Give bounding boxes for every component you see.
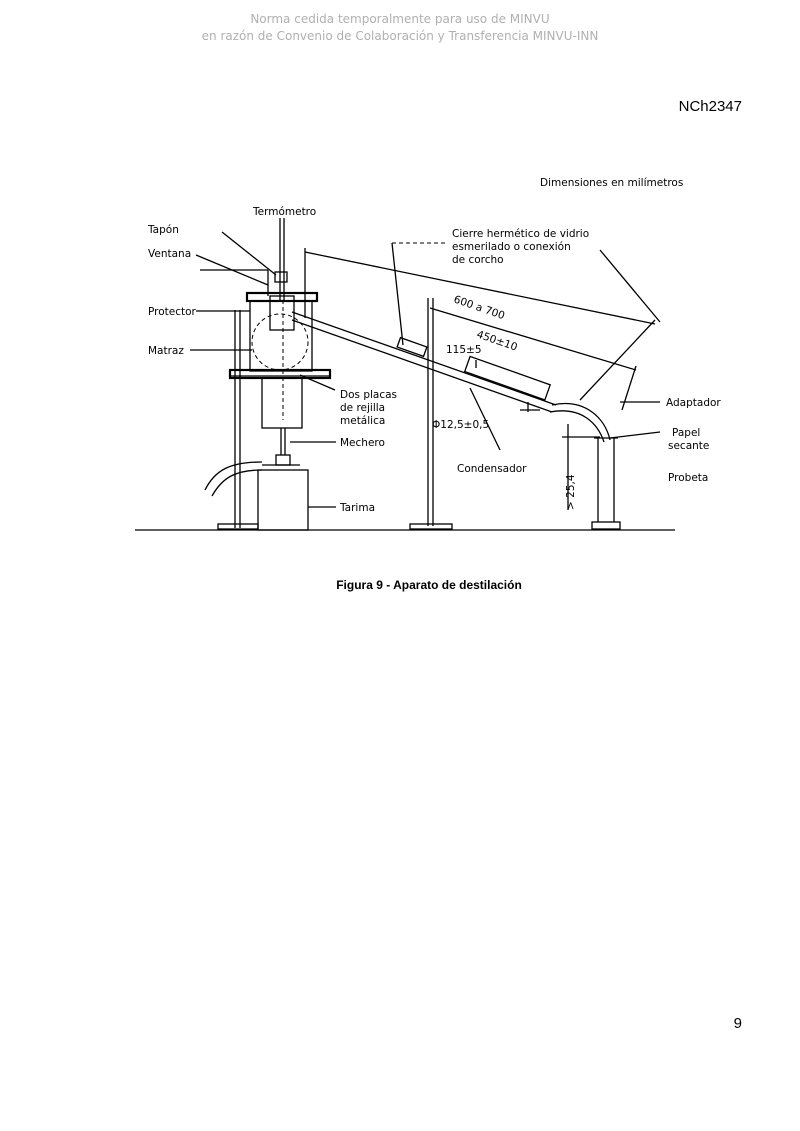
label-plates-1: Dos placas <box>340 389 397 401</box>
standard-code: NCh2347 <box>678 98 742 115</box>
adapter <box>549 403 611 443</box>
left-ring-stand <box>217 310 330 530</box>
watermark-line-1: Norma cedida temporalmente para uso de M… <box>250 12 550 26</box>
label-flask: Matraz <box>148 345 184 357</box>
distillation-apparatus-figure: Termómetro Tapón Ventana Protector Matra… <box>135 177 721 531</box>
label-shield: Protector <box>148 306 197 318</box>
label-plates-3: metálica <box>340 415 385 427</box>
label-platform: Tarima <box>339 502 375 514</box>
label-blotting-paper-1: Papel <box>672 427 700 439</box>
label-blotting-paper-2: secante <box>668 440 709 452</box>
center-ring-stand <box>409 298 453 530</box>
dim-overall: 600 a 700 <box>452 293 506 322</box>
label-burner: Mechero <box>340 437 385 449</box>
dimensions-note: Dimensiones en milímetros <box>540 177 683 189</box>
watermark-line-2: en razón de Convenio de Colaboración y T… <box>201 29 599 43</box>
label-condenser: Condensador <box>457 463 527 475</box>
leader-lines <box>190 231 661 508</box>
thermometer <box>274 218 288 300</box>
label-thermometer: Termómetro <box>252 206 316 218</box>
dim-diameter: Φ12,5±0,5 <box>432 419 489 431</box>
dimension-lines <box>304 248 656 510</box>
label-seal-1: Cierre hermético de vidrio <box>452 228 589 240</box>
label-plates-2: de rejilla <box>340 402 385 414</box>
graduated-cylinder <box>591 437 621 530</box>
page-number: 9 <box>733 1015 742 1032</box>
condenser-assembly <box>291 311 557 413</box>
dim-height: > 25,4 <box>565 474 577 510</box>
burner-assembly <box>204 377 309 531</box>
dim-joint: 115±5 <box>446 344 482 356</box>
label-seal-2: esmerilado o conexión <box>452 241 571 253</box>
label-window: Ventana <box>148 248 191 260</box>
label-adapter: Adaptador <box>666 397 721 409</box>
figure-caption: Figura 9 - Aparato de destilación <box>336 578 522 592</box>
flask-shield <box>228 291 332 420</box>
label-seal-3: de corcho <box>452 254 504 266</box>
label-graduated-cylinder: Probeta <box>668 472 708 484</box>
label-stopper: Tapón <box>147 224 179 236</box>
